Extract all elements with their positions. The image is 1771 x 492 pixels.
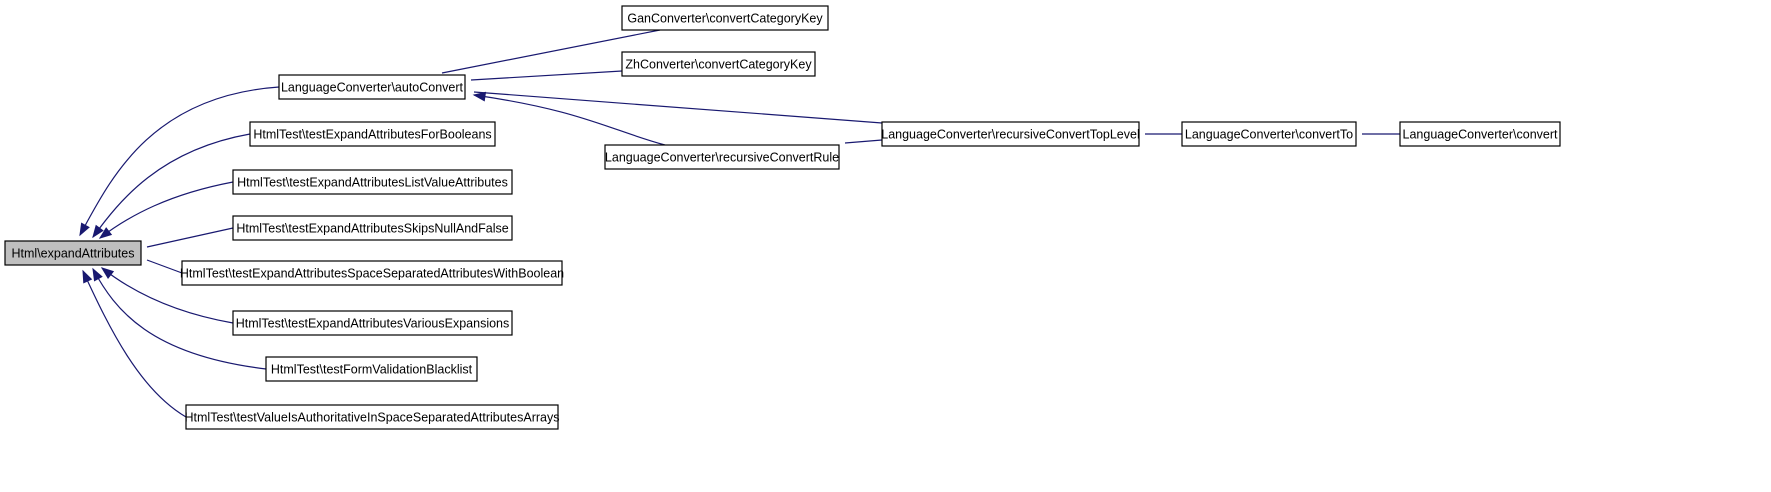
node-label: GanConverter\convertCategoryKey	[627, 12, 823, 26]
edge-n11-n1	[473, 94, 666, 146]
node-box[interactable]	[278, 74, 466, 100]
node-label: HtmlTest\testValueIsAuthoritativeInSpace…	[185, 411, 560, 425]
node-label: HtmlTest\testExpandAttributesSkipsNullAn…	[236, 222, 508, 236]
edge-n6-n0	[101, 267, 234, 324]
node-n14[interactable]: LanguageConverter\convert	[1399, 121, 1561, 147]
node-n13[interactable]: LanguageConverter\convertTo	[1181, 121, 1357, 147]
node-box[interactable]	[881, 121, 1140, 147]
edge-n5-n0	[146, 259, 183, 274]
edge-n2-n0	[92, 133, 251, 238]
node-label: LanguageConverter\recursiveConvertRule	[605, 151, 839, 165]
node-n0[interactable]: Html\expandAttributes	[4, 240, 142, 266]
node-box[interactable]	[621, 51, 816, 77]
node-box[interactable]	[621, 5, 829, 31]
node-label: HtmlTest\testExpandAttributesListValueAt…	[237, 176, 508, 190]
node-n2[interactable]: HtmlTest\testExpandAttributesForBooleans	[249, 121, 496, 147]
arrowhead-n1-n0	[79, 222, 90, 237]
edge-n8-n0	[82, 270, 187, 418]
node-box[interactable]	[181, 260, 563, 286]
edge-n7-n0	[92, 268, 267, 370]
arrowhead-n3-n0	[98, 227, 113, 239]
node-box[interactable]	[4, 240, 142, 266]
node-label: Html\expandAttributes	[12, 247, 135, 261]
edge-n1-n0	[79, 86, 280, 236]
node-label: LanguageConverter\convertTo	[1185, 128, 1353, 142]
nodes-layer: Html\expandAttributes LanguageConverter\a…	[4, 5, 1561, 430]
arrowhead-n8-n0	[82, 269, 93, 284]
node-label: HtmlTest\testExpandAttributesSpaceSepara…	[180, 267, 564, 281]
node-n3[interactable]: HtmlTest\testExpandAttributesListValueAt…	[232, 169, 513, 195]
node-label: HtmlTest\testExpandAttributesForBooleans	[253, 128, 491, 142]
edge-n12-n11	[844, 139, 883, 144]
node-n8[interactable]: HtmlTest\testValueIsAuthoritativeInSpace…	[185, 404, 560, 430]
node-label: ZhConverter\convertCategoryKey	[625, 58, 812, 72]
node-box[interactable]	[265, 356, 478, 382]
edge-n10-n1	[470, 70, 623, 81]
node-box[interactable]	[232, 215, 513, 241]
node-n10[interactable]: ZhConverter\convertCategoryKey	[621, 51, 816, 77]
edge-n3-n0	[99, 181, 234, 239]
node-label: LanguageConverter\recursiveConvertTopLev…	[881, 128, 1139, 142]
node-label: HtmlTest\testExpandAttributesVariousExpa…	[236, 317, 510, 331]
node-label: HtmlTest\testFormValidationBlacklist	[271, 363, 473, 377]
node-box[interactable]	[604, 144, 840, 170]
arrowhead-n2-n0	[92, 224, 104, 239]
node-n6[interactable]: HtmlTest\testExpandAttributesVariousExpa…	[232, 310, 513, 336]
edge-n4-n0	[146, 227, 234, 248]
node-box[interactable]	[232, 310, 513, 336]
node-box[interactable]	[232, 169, 513, 195]
edges-layer	[79, 29, 1400, 418]
edge-n12-n1	[473, 91, 883, 124]
node-box[interactable]	[249, 121, 496, 147]
node-n12[interactable]: LanguageConverter\recursiveConvertTopLev…	[881, 121, 1140, 147]
node-label: LanguageConverter\autoConvert	[281, 81, 464, 95]
node-box[interactable]	[1399, 121, 1561, 147]
arrowhead-n11-n1	[472, 91, 487, 102]
node-label: LanguageConverter\convert	[1403, 128, 1558, 142]
node-n9[interactable]: GanConverter\convertCategoryKey	[621, 5, 829, 31]
arrowhead-n7-n0	[92, 267, 103, 282]
edge-n9-n1	[441, 29, 661, 74]
node-n5[interactable]: HtmlTest\testExpandAttributesSpaceSepara…	[180, 260, 564, 286]
node-n11[interactable]: LanguageConverter\recursiveConvertRule	[604, 144, 840, 170]
node-n7[interactable]: HtmlTest\testFormValidationBlacklist	[265, 356, 478, 382]
arrowhead-n6-n0	[100, 267, 115, 279]
node-box[interactable]	[1181, 121, 1357, 147]
node-n1[interactable]: LanguageConverter\autoConvert	[278, 74, 466, 100]
node-n4[interactable]: HtmlTest\testExpandAttributesSkipsNullAn…	[232, 215, 513, 241]
node-box[interactable]	[185, 404, 559, 430]
